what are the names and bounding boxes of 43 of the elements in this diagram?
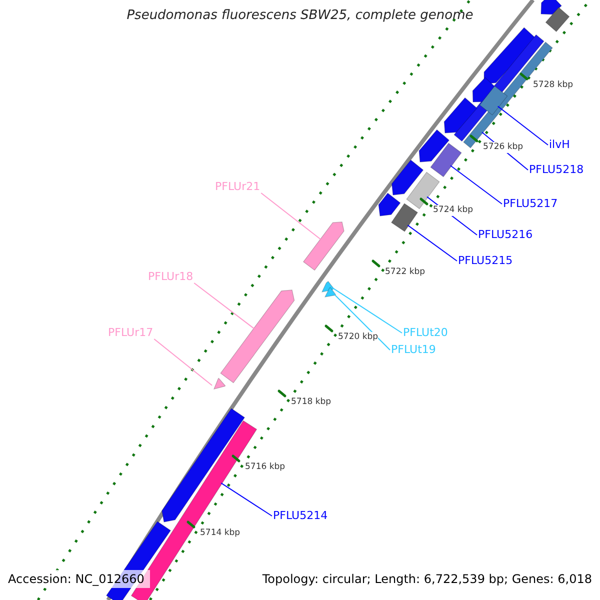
- scale-label: 5716 kbp: [245, 462, 286, 473]
- leader-line: [260, 192, 322, 240]
- gene-label: PFLU5215: [458, 254, 513, 268]
- gene-label: PFLU5217: [503, 197, 558, 211]
- scale-label: 5726 kbp: [483, 142, 524, 153]
- gene-label: PFLUt20: [403, 326, 448, 340]
- gene-feature: [162, 408, 246, 522]
- gene-block: [430, 142, 462, 178]
- leader-line: [332, 288, 402, 334]
- gene-label: PFLU5218: [529, 163, 584, 177]
- scale-label: 5724 kbp: [433, 205, 474, 216]
- gene-feature: [391, 160, 424, 196]
- scale-label: 5722 kbp: [385, 267, 426, 278]
- gene-label: PFLU5214: [273, 509, 328, 523]
- leader-line: [334, 294, 390, 350]
- leader-line: [407, 224, 458, 262]
- leader-line: [220, 482, 272, 516]
- gene-feature: [324, 286, 336, 298]
- gene-feature: [302, 222, 344, 271]
- gene-label: PFLUt19: [391, 343, 436, 357]
- gene-label: PFLUr17: [108, 326, 154, 340]
- leader-line: [154, 338, 213, 386]
- gene-feature: [378, 192, 401, 216]
- genome-summary: Topology: circular; Length: 6,722,539 bp; Genes: 6,018: [262, 572, 592, 586]
- gene-feature: [540, 0, 562, 15]
- scale-label: 5720 kbp: [338, 332, 378, 343]
- gene-label: PFLUr18: [148, 270, 194, 284]
- leader-line: [450, 165, 502, 204]
- scale-label: 5728 kbp: [533, 80, 574, 91]
- leader-line: [194, 282, 256, 330]
- leader-line: [497, 106, 548, 146]
- gene-feature: [444, 97, 478, 134]
- gene-label: PFLU5216: [478, 228, 533, 242]
- map-title: Pseudomonas fluorescens SBW25, complete genome: [126, 9, 474, 23]
- gene-label: ilvH: [549, 138, 570, 152]
- gene-block: [545, 6, 570, 32]
- gene-label: PFLUr21: [215, 180, 260, 194]
- scale-label: 5714 kbp: [200, 528, 240, 539]
- gene-feature: [220, 290, 295, 384]
- gene-feature: [418, 129, 450, 162]
- gene-block: [390, 203, 418, 232]
- gene-feature: [214, 378, 226, 390]
- scale-label: 5718 kbp: [291, 397, 332, 408]
